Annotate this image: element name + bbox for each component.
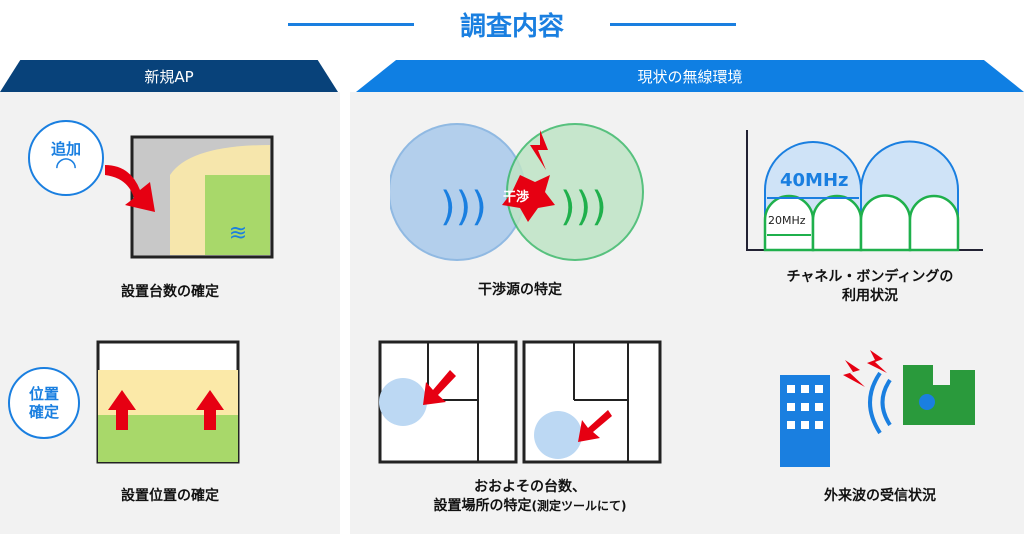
external-wave-diagram <box>780 350 975 467</box>
floorplan-survey <box>378 340 662 464</box>
caption-install-position: 設置位置の確定 <box>121 488 219 504</box>
caption-install-count: 設置台数の確定 <box>121 284 219 300</box>
caption-ap-count-line1: おおよその台数、 <box>474 479 586 495</box>
red-arrow-icon <box>105 165 155 212</box>
add-badge-label: 追加 <box>50 140 81 158</box>
interference-diagram: ))) ))) <box>390 123 644 261</box>
caption-interference-source: 干渉源の特定 <box>478 282 562 298</box>
caption-ap-count-location: おおよその台数、 設置場所の特定(測定ツールにて) <box>380 478 680 516</box>
svg-text:))): ))) <box>560 184 607 230</box>
caption-ap-count-line2: 設置場所の特定 <box>433 498 532 514</box>
caption-channel-bonding-line2: 利用状況 <box>842 288 898 304</box>
floorplan-position <box>96 340 240 464</box>
left-header: 新規AP <box>0 60 338 92</box>
position-badge-line2: 確定 <box>28 403 59 421</box>
interference-badge: 干渉 <box>503 190 530 205</box>
caption-ap-count-note: (測定ツールにて) <box>531 499 627 513</box>
right-header: 現状の無線環境 <box>356 60 1024 92</box>
caption-channel-bonding-line1: チャネル・ボンディングの <box>786 269 954 285</box>
wide-channel-label: 40MHz <box>780 170 849 191</box>
title-rule-right <box>610 23 736 26</box>
svg-text:≋: ≋ <box>229 221 247 246</box>
wifi-icon: ◠ <box>56 152 76 182</box>
svg-text:))): ))) <box>440 184 487 230</box>
channel-bonding-chart <box>746 130 983 252</box>
add-badge: 追加 ◠ <box>28 120 104 196</box>
title-rule-left <box>288 23 414 26</box>
caption-external-waves: 外来波の受信状況 <box>824 488 936 504</box>
position-badge-line1: 位置 <box>28 385 59 403</box>
page-title: 調査内容 <box>459 12 564 42</box>
caption-channel-bonding: チャネル・ボンディングの利用状況 <box>730 268 1010 306</box>
narrow-channel-label: 20MHz <box>768 214 806 227</box>
floorplan-add-ap: ≋ <box>130 135 274 259</box>
position-badge: 位置確定 <box>8 367 80 439</box>
